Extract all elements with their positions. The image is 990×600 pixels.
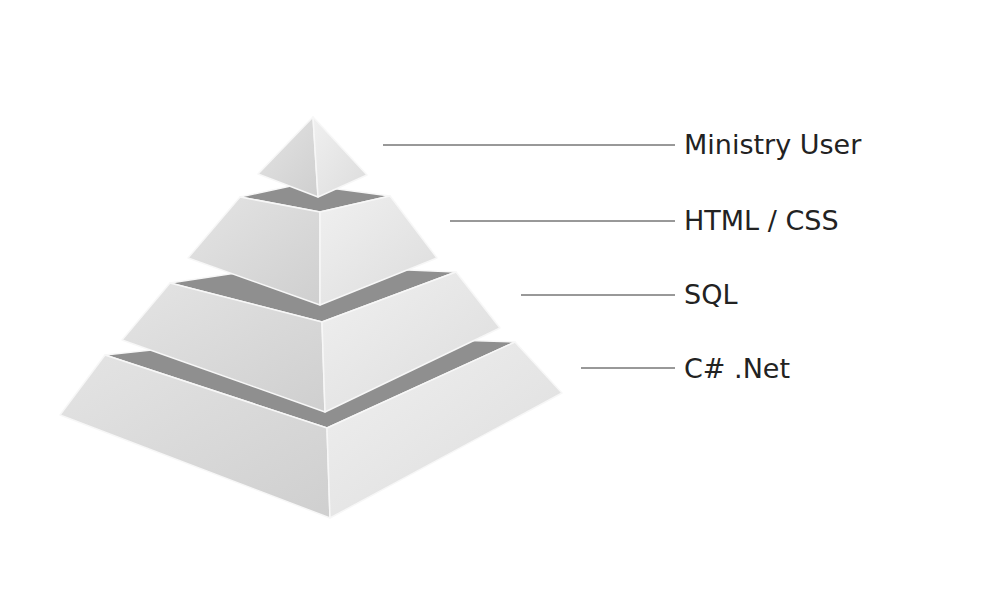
tier-label: C# .Net: [684, 352, 790, 386]
leader-line: [521, 295, 675, 296]
tier-left-face: [258, 117, 318, 197]
tier-right-face: [320, 196, 437, 305]
tier-label: HTML / CSS: [684, 204, 839, 238]
tier-label: SQL: [684, 278, 737, 312]
leader-line: [581, 368, 675, 369]
tier-label: Ministry User: [684, 128, 861, 162]
leader-line: [383, 145, 675, 146]
tier-left-face: [188, 197, 320, 305]
tier-right-face: [313, 117, 367, 197]
leader-line: [450, 221, 675, 222]
tier-left-face: [122, 283, 325, 412]
